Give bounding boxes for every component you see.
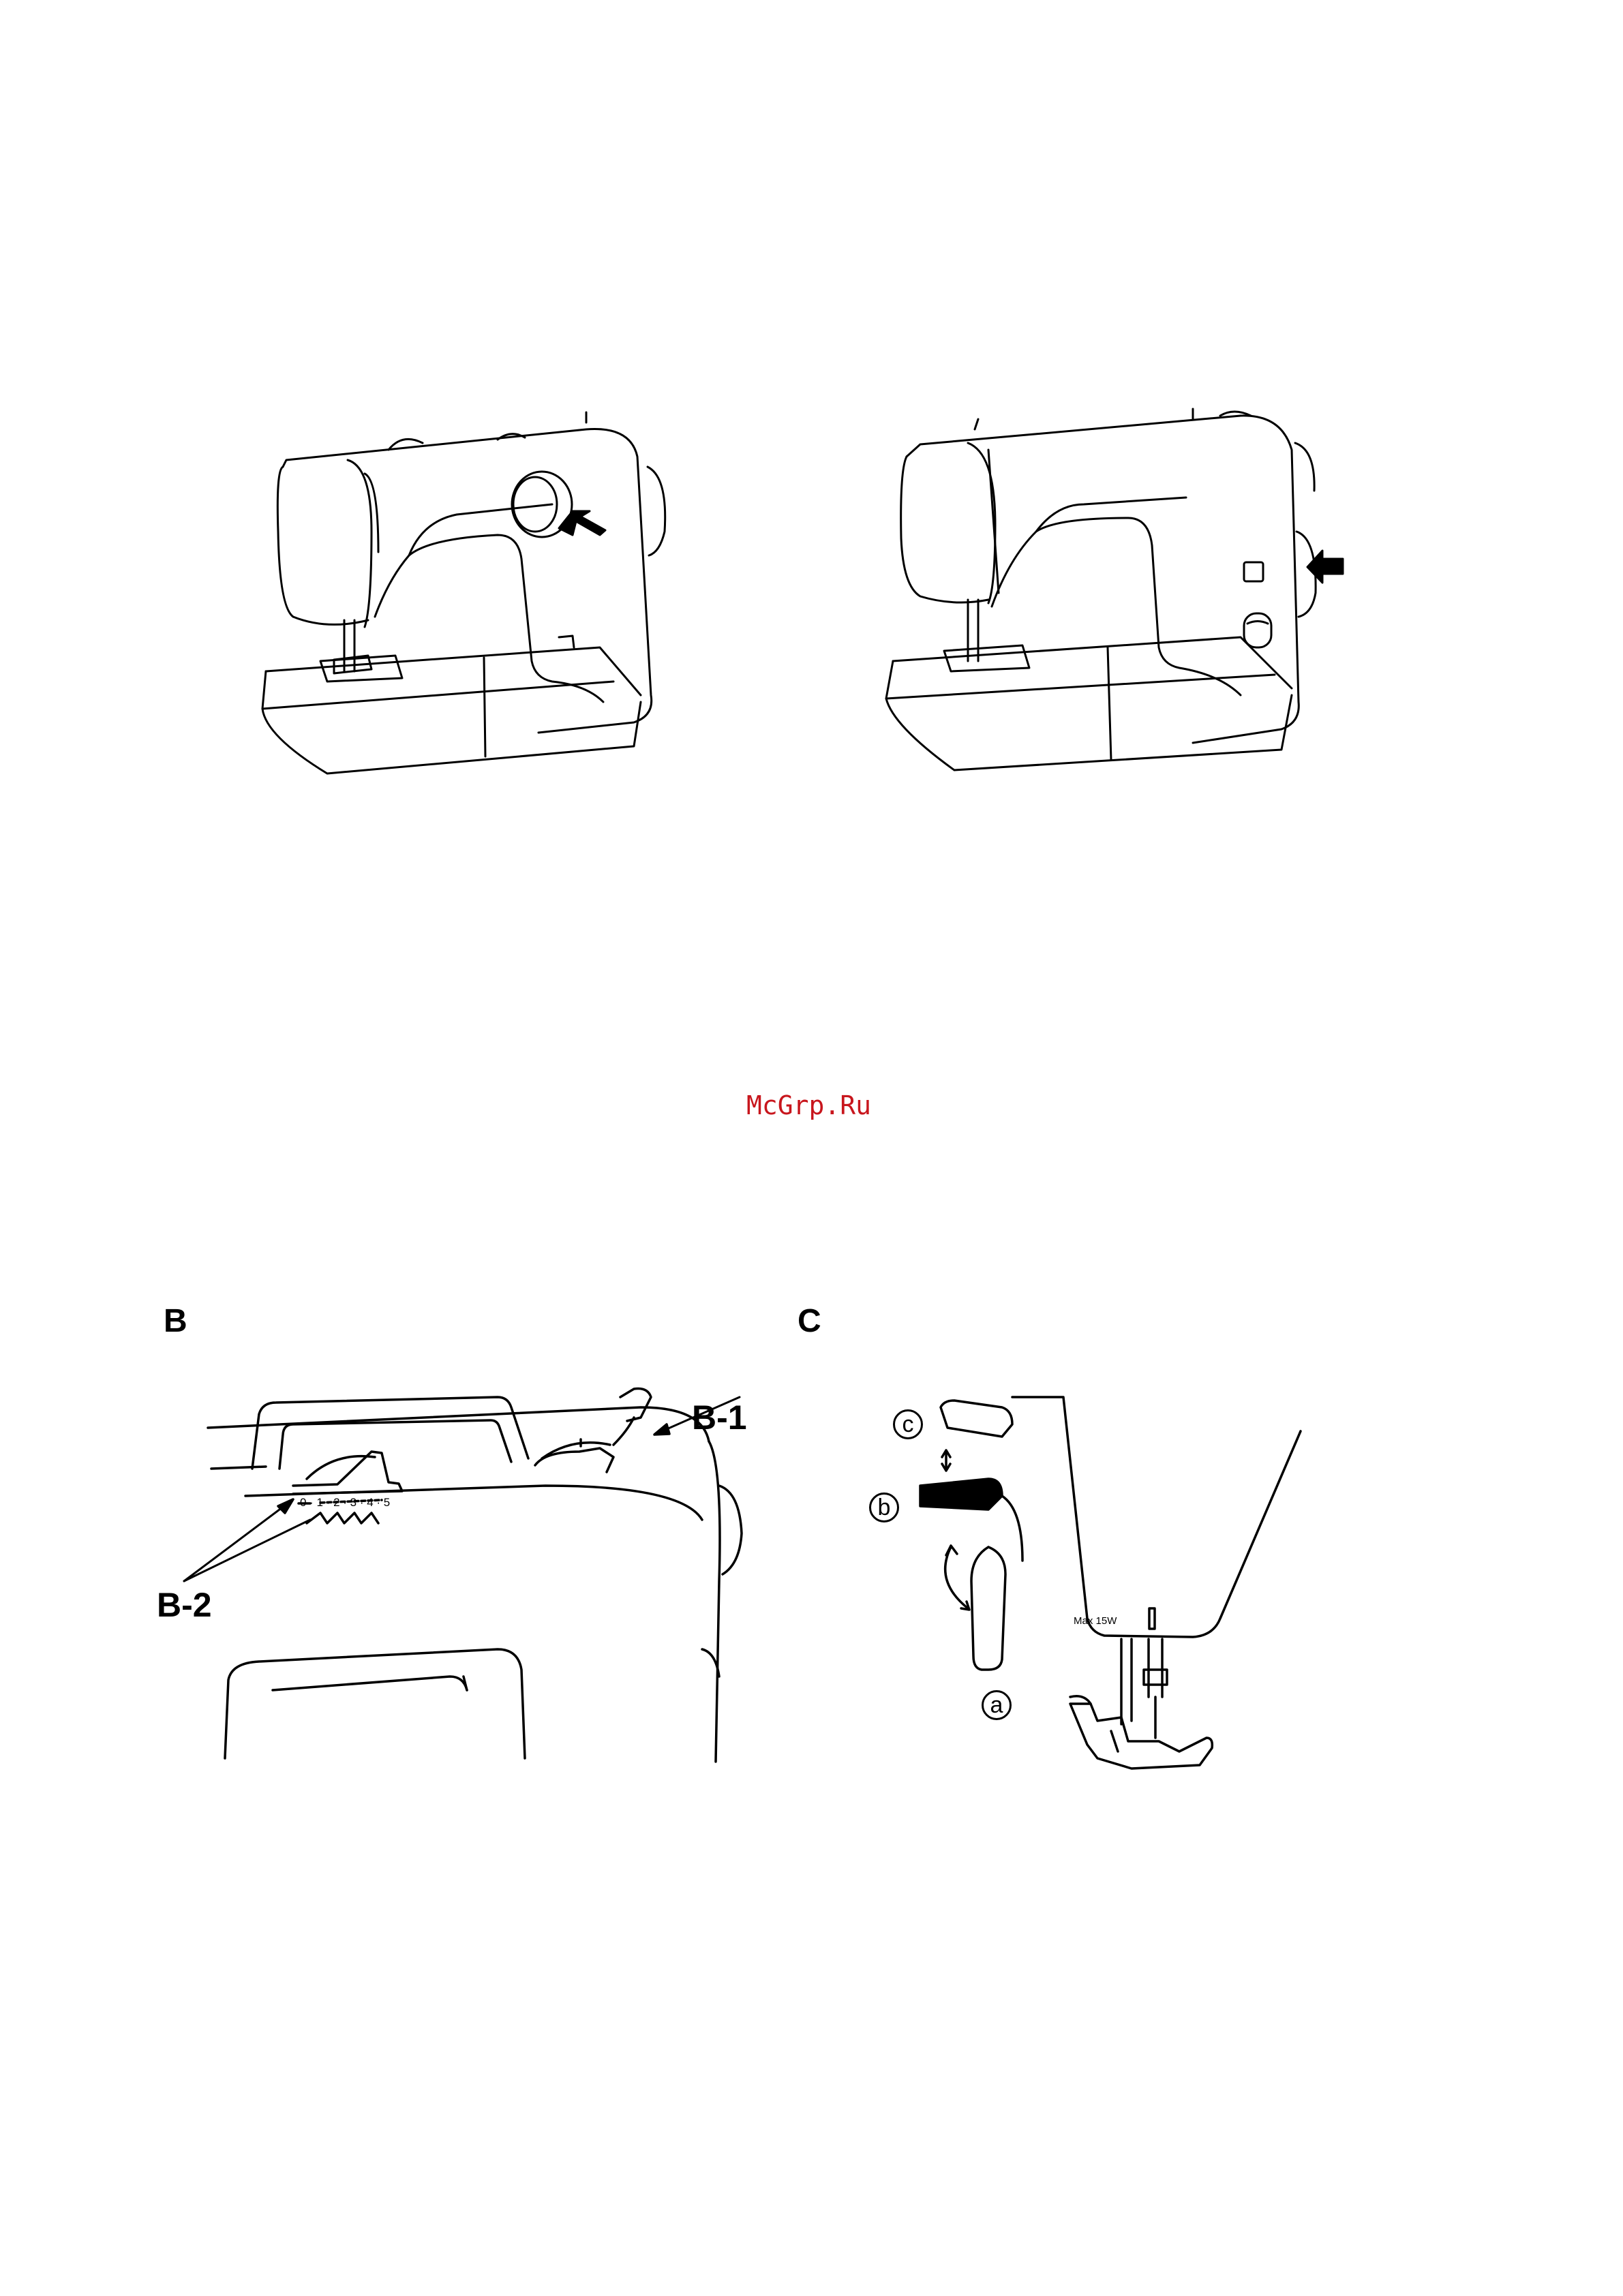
watermark: McGrp.Ru	[746, 1090, 871, 1120]
figure-c-marker-c: c	[893, 1409, 923, 1439]
sewing-machine-right-illustration	[879, 388, 1350, 797]
figure-c-label: C	[798, 1305, 821, 1338]
figure-b-callout-1: B-1	[692, 1400, 747, 1435]
figure-c-needle-area-illustration	[886, 1383, 1350, 1806]
figure-b-label: B	[164, 1305, 187, 1338]
figure-b-dial-scale: 0 · 1 · 2 · 3 · 4 · 5	[300, 1496, 390, 1510]
figure-c-lamp-label: Max 15W	[1074, 1615, 1117, 1627]
figure-b-callout-2: B-2	[157, 1588, 212, 1622]
figure-c-marker-b: b	[869, 1493, 899, 1522]
figure-b-machine-top-illustration	[164, 1377, 763, 1772]
sewing-machine-left-illustration	[232, 402, 682, 797]
figure-c-marker-a: a	[982, 1690, 1012, 1720]
